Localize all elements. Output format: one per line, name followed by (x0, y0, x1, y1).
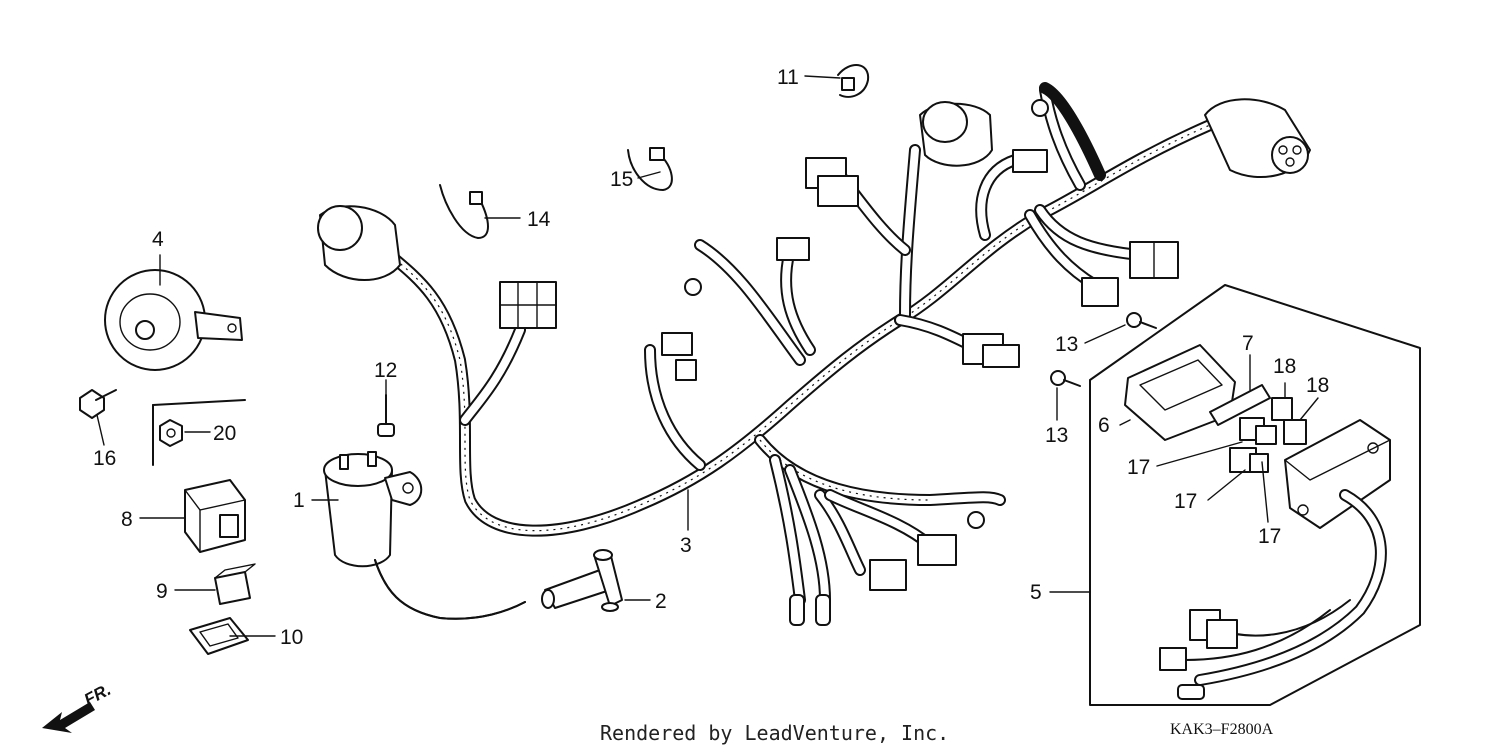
coupler-2p-top-left (805, 157, 859, 207)
callout-6[interactable]: 6 (1098, 414, 1110, 437)
fuse-holder-17-upper[interactable] (1239, 417, 1277, 445)
screw-13-lower[interactable] (1050, 370, 1081, 387)
wire-harness[interactable] (384, 82, 1216, 606)
callout-20[interactable]: 20 (213, 422, 236, 445)
diagram-code: KAK3–F2800A (1170, 721, 1274, 738)
callout-10[interactable]: 10 (280, 626, 303, 649)
coupler-small-left (661, 332, 697, 381)
callout-11[interactable]: 11 (777, 66, 799, 89)
coupler-6p-left (499, 281, 557, 329)
ground-terminal-right (967, 511, 985, 529)
fuse-holder-17-lower[interactable] (1229, 447, 1269, 473)
callout-12[interactable]: 12 (374, 359, 397, 382)
sub-harness-wires (1159, 489, 1387, 700)
callout-5[interactable]: 5 (1030, 581, 1042, 604)
callout-15[interactable]: 15 (610, 168, 633, 191)
render-credit: Rendered by LeadVenture, Inc. (600, 721, 949, 745)
callout-17-b[interactable]: 17 (1174, 490, 1197, 513)
callout-4[interactable]: 4 (152, 228, 164, 251)
coupler-4p-right (1129, 241, 1179, 279)
round-connector-left (317, 205, 401, 281)
callout-1[interactable]: 1 (293, 489, 305, 512)
clamp-11[interactable] (837, 64, 870, 98)
callout-labels: 1 2 3 4 5 6 7 8 9 10 11 12 13 13 14 15 1… (93, 66, 1329, 649)
callout-16[interactable]: 16 (93, 447, 116, 470)
fuse-box[interactable] (1284, 419, 1391, 529)
callout-14[interactable]: 14 (527, 208, 551, 231)
callout-18-a[interactable]: 18 (1273, 355, 1296, 378)
callout-7[interactable]: 7 (1242, 332, 1254, 355)
coupler-2p-center (962, 333, 1020, 368)
round-connector-right (1204, 98, 1311, 178)
screw-12[interactable] (377, 394, 395, 437)
front-direction-indicator: FR. (42, 680, 114, 733)
coupler-2p-right (1081, 277, 1119, 307)
bracket-line-top (152, 399, 246, 406)
seal-7[interactable] (1209, 384, 1271, 426)
callout-9[interactable]: 9 (156, 580, 168, 603)
callout-18-b[interactable]: 18 (1306, 374, 1329, 397)
ground-terminal-center (684, 278, 702, 296)
callout-8[interactable]: 8 (121, 508, 133, 531)
screw-13-upper[interactable] (1126, 312, 1157, 329)
callout-17-c[interactable]: 17 (1258, 525, 1281, 548)
callout-13-lower[interactable]: 13 (1045, 424, 1068, 447)
front-arrow-icon (42, 702, 95, 733)
flange-bolt-16[interactable] (79, 389, 117, 419)
bullet-connectors (789, 594, 831, 626)
rubber-pad-10[interactable] (189, 617, 249, 655)
fuse-18-left[interactable] (1271, 397, 1293, 421)
callout-17-a[interactable]: 17 (1127, 456, 1150, 479)
spark-plug-cap[interactable] (541, 549, 623, 612)
coupler-lower-pair (869, 534, 957, 591)
relay-8[interactable] (184, 479, 246, 553)
ignition-coil[interactable] (323, 451, 526, 620)
coupler-small-top (776, 237, 810, 261)
ground-terminal-top (1031, 99, 1049, 117)
round-connector-top (919, 101, 993, 167)
fuse-18-right[interactable] (1283, 419, 1307, 445)
coupler-2p-loop (1012, 149, 1048, 173)
nut-20[interactable] (159, 419, 183, 447)
callout-2[interactable]: 2 (655, 590, 667, 613)
horn[interactable] (104, 269, 243, 371)
callout-13-upper[interactable]: 13 (1055, 333, 1078, 356)
band-15[interactable] (627, 147, 673, 191)
leader-lines (96, 75, 1319, 637)
band-14[interactable] (439, 184, 489, 239)
rubber-mount-9[interactable] (214, 563, 256, 605)
sub-harness-5-outline (1089, 284, 1421, 706)
callout-3[interactable]: 3 (680, 534, 692, 557)
